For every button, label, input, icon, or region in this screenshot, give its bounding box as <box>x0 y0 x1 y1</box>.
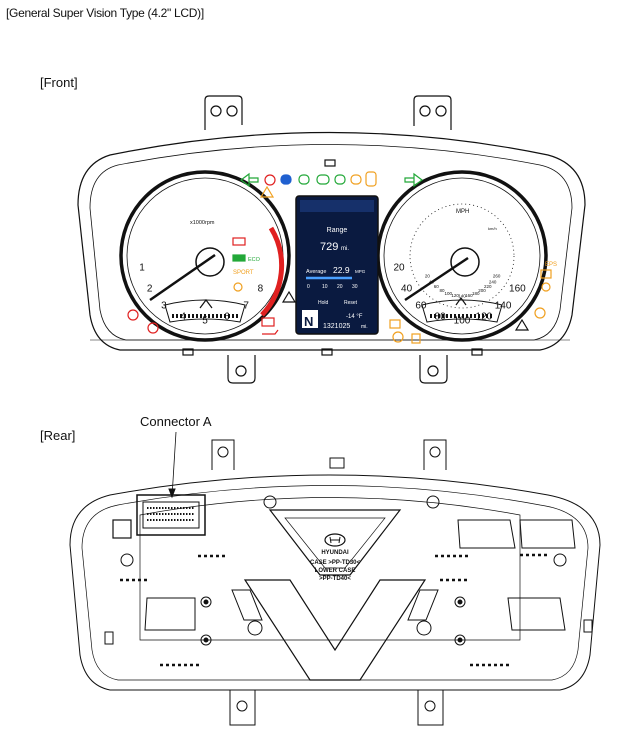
eps-label: EPS <box>545 262 557 268</box>
oil-pressure-icon <box>262 329 279 335</box>
lcd-reset-label: Reset <box>344 300 358 306</box>
tach-number-5: 5 <box>202 316 208 327</box>
tachometer <box>119 170 291 342</box>
speedo-number-80: 80 <box>435 312 447 323</box>
rear-fog-icon <box>350 174 362 185</box>
door-icon <box>541 282 551 292</box>
speedo-inner-number-80: 80 <box>439 288 445 293</box>
case-line-2: LOWER CASE <box>315 568 356 574</box>
speedo-inner-number-140: 140 <box>458 294 466 299</box>
lcd-scale-10: 10 <box>322 284 328 290</box>
service-icon <box>540 269 552 279</box>
brand-logo-icon <box>324 533 346 547</box>
tach-number-3: 3 <box>161 301 167 312</box>
rear-view-label: [Rear] <box>40 428 76 443</box>
lcd-temp: -14 °F <box>346 314 363 320</box>
speedo-inner-number-120: 120 <box>451 293 459 298</box>
lcd-odometer: 1321025 <box>323 323 350 330</box>
esc-warning-icon <box>514 318 530 331</box>
front-fog-icon <box>334 174 346 185</box>
eco-indicator-icon <box>232 254 246 262</box>
speedo-inner-number-200: 200 <box>478 288 486 293</box>
position-lamp-icon <box>316 174 330 185</box>
shift-indicator-icon <box>233 282 243 292</box>
speedo-inner-number-40: 40 <box>429 279 435 284</box>
lcd-gear: N <box>304 314 313 329</box>
speedo-inner-unit: km/h <box>488 226 497 231</box>
fuel-icon <box>411 333 421 344</box>
speedo-unit: MPH <box>456 209 469 215</box>
lcd-scale-0: 0 <box>307 284 310 290</box>
speedo-inner-number-100: 100 <box>445 291 453 296</box>
front-text: 123 4 5 6 78 x1000rpm ECO SPORT MPH km/h EPS… <box>139 209 557 330</box>
high-beam-icon <box>280 174 292 185</box>
immobilizer-warning-icon <box>281 290 297 303</box>
cruise-icon <box>232 237 246 246</box>
tach-number-2: 2 <box>147 284 153 295</box>
tach-number-8: 8 <box>258 284 264 295</box>
rear-text: HYUNDAI CASE >PP-TD30< LOWER CASE >PP-TD… <box>310 550 361 582</box>
auto-light-icon <box>365 171 377 187</box>
speedo-number-100: 100 <box>454 316 471 327</box>
speedo-number-140: 140 <box>495 301 512 312</box>
connector-a <box>136 431 206 536</box>
lcd-scale-20: 20 <box>337 284 343 290</box>
lcd-display <box>295 195 379 335</box>
lcd-hold-label: Hold <box>318 300 329 306</box>
speedo-inner-number-20: 20 <box>425 274 431 279</box>
tcs-icon <box>534 307 546 319</box>
tpms-icon <box>392 331 404 343</box>
page-title: [General Super Vision Type (4.2" LCD)] <box>6 6 204 20</box>
battery-icon <box>261 317 275 327</box>
tach-number-4: 4 <box>180 312 186 323</box>
lcd-average-unit: MPG <box>355 269 366 274</box>
fuel-gauge-icon <box>455 296 467 306</box>
tach-number-6: 6 <box>224 312 230 323</box>
front-view-label: [Front] <box>40 75 78 90</box>
speedo-inner-number-240: 240 <box>489 279 497 284</box>
lcd-scale-30: 30 <box>352 284 358 290</box>
speedo-number-120: 120 <box>476 312 493 323</box>
coolant-temp-icon <box>199 299 213 309</box>
seatbelt-icon <box>264 174 276 186</box>
tach-number-7: 7 <box>243 301 249 312</box>
lcd-range-unit: mi. <box>341 246 349 252</box>
speedo-number-40: 40 <box>401 284 413 295</box>
turn-left-icon <box>240 172 259 188</box>
sport-label: SPORT <box>233 270 254 276</box>
speedo-inner-number-180: 180 <box>472 291 480 296</box>
rear-view <box>69 431 601 726</box>
turn-right-icon <box>404 172 423 188</box>
airbag-icon <box>147 322 159 334</box>
speedo-inner-number-220: 220 <box>484 284 492 289</box>
eco-label: ECO <box>248 257 261 263</box>
tach-unit: x1000rpm <box>190 220 215 226</box>
speedo-inner-number-60: 60 <box>434 284 440 289</box>
speedo-inner-number-260: 260 <box>493 274 501 279</box>
master-warning-icon <box>259 185 275 198</box>
tach-number-1: 1 <box>139 263 145 274</box>
lcd-range-label: Range <box>327 227 348 234</box>
connector-a-label: Connector A <box>140 414 212 429</box>
check-engine-icon <box>389 319 401 329</box>
lcd-range-value: 729 <box>320 241 338 253</box>
brake-warning-icon <box>127 309 139 321</box>
front-view <box>77 95 586 384</box>
lcd-odometer-unit: mi. <box>361 324 368 330</box>
warning-icons <box>127 171 552 344</box>
speedo-inner-number-160: 160 <box>465 293 473 298</box>
rear-brand-text: HYUNDAI <box>321 550 349 556</box>
lcd-average-value: 22.9 <box>333 265 350 275</box>
speedo-number-20: 20 <box>393 263 405 274</box>
speedo-number-160: 160 <box>509 284 526 295</box>
lcd-average-label: Average <box>306 269 326 275</box>
speedo-number-60: 60 <box>415 301 427 312</box>
case-line-3: >PP-TD40< <box>319 576 351 582</box>
case-line-1: CASE >PP-TD30< <box>310 560 361 566</box>
low-beam-icon <box>298 174 310 185</box>
